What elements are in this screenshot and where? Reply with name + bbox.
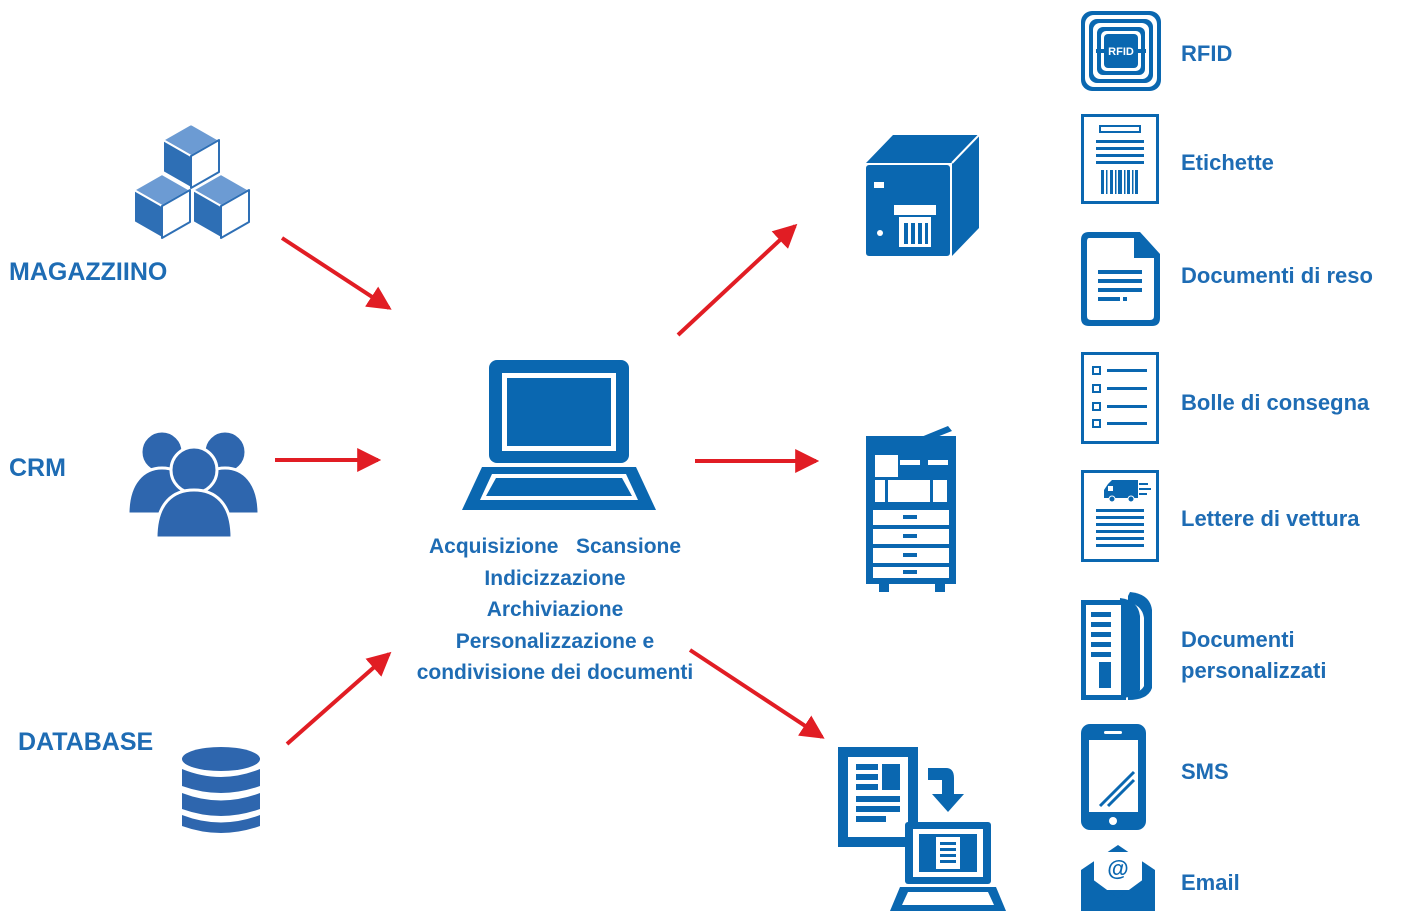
source-label-crm: CRM — [9, 454, 66, 482]
source-label-magazzino: MAGAZZIINO — [9, 258, 168, 286]
output-label-documenti-reso: Documenti di reso — [1181, 263, 1373, 288]
document-icon — [1081, 232, 1160, 326]
source-label-database: DATABASE — [18, 728, 154, 756]
smartphone-icon — [1081, 724, 1146, 830]
output-label-bolle-consegna: Bolle di consegna — [1181, 390, 1370, 415]
arrow-laptop-to-documents — [688, 648, 825, 739]
process-line-4: Personalizzazione e — [455, 629, 655, 653]
arrow-laptop-to-card-printer — [676, 223, 798, 337]
rfid-chip-label: RFID — [1108, 46, 1134, 58]
output-label-etichette: Etichette — [1181, 150, 1274, 175]
output-label-sms: SMS — [1181, 759, 1229, 784]
output-label-lettere-vettura: Lettere di vettura — [1181, 506, 1360, 531]
users-icon — [126, 429, 261, 540]
process-line-1: Acquisizione Scansione — [428, 535, 682, 558]
arrow-database-to-laptop — [285, 651, 392, 746]
process-line-5: condivisione dei documenti — [416, 661, 694, 684]
output-label-documenti-personalizzati: Documenti personalizzati — [1181, 627, 1327, 683]
barcode-label-icon — [1081, 114, 1159, 204]
truck-document-icon — [1081, 470, 1159, 562]
envelope-icon: @ — [1081, 845, 1155, 911]
copier-icon — [866, 426, 956, 592]
arrow-magazzino-to-laptop — [280, 236, 392, 310]
process-line-3: Archiviazione — [486, 598, 624, 621]
rfid-icon: RFID — [1081, 11, 1161, 91]
stacked-documents-icon — [1081, 592, 1152, 700]
laptop-icon — [462, 360, 656, 510]
output-label-rfid: RFID — [1181, 41, 1233, 66]
output-label-email: Email — [1181, 870, 1240, 895]
cubes-icon — [133, 123, 250, 239]
database-icon — [182, 747, 260, 833]
checklist-icon — [1081, 352, 1159, 444]
email-at-sign: @ — [1107, 856, 1128, 881]
document-to-computer-icon — [838, 747, 1006, 911]
process-line-2: Indicizzazione — [484, 566, 626, 590]
arrows — [275, 223, 825, 746]
process-description: Acquisizione Scansione Indicizzazione Ar… — [390, 531, 720, 689]
card-printer-icon — [866, 134, 980, 256]
